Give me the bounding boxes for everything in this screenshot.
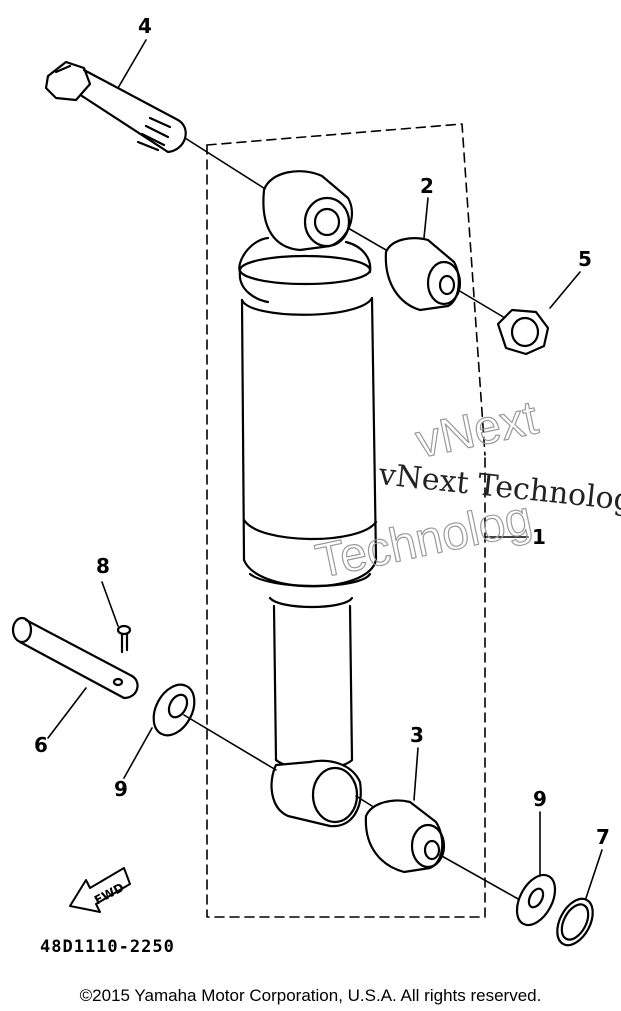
callout-numbers: 4 2 5 8 6 9 3 9 7 1 (34, 14, 610, 849)
cotter-pin-part-8 (116, 624, 132, 654)
callout-4: 4 (138, 14, 152, 38)
axis-line-upper (347, 227, 387, 251)
washer-part-9-right (515, 873, 557, 927)
callout-2: 2 (420, 174, 434, 198)
shock-absorber-part-1 (238, 170, 378, 828)
callout-9-right: 9 (533, 787, 547, 811)
axis-line-lower-right (439, 854, 521, 901)
callout-8: 8 (96, 554, 110, 578)
axis-line-lower-left (183, 714, 277, 771)
watermark-outline-line2: Technolog (311, 491, 536, 588)
axis-line-upper-right (457, 289, 506, 319)
callout-leaders (47, 39, 603, 899)
callout-5: 5 (578, 247, 592, 271)
bushing-part-2 (384, 237, 462, 312)
callout-1: 1 (532, 525, 546, 549)
nut-part-5 (496, 308, 550, 356)
axis-line-top-left (184, 137, 271, 193)
diagram-part-code: 48D1110-2250 (40, 937, 175, 957)
washer-part-7 (556, 897, 594, 947)
assembly-boundary (206, 123, 486, 918)
callout-7: 7 (596, 825, 610, 849)
watermark-outline-line1: vNext (411, 391, 542, 468)
washer-part-9-left (152, 683, 196, 737)
axis-line-lower (355, 795, 373, 807)
bushing-part-3 (364, 799, 446, 874)
copyright-notice: ©2015 Yamaha Motor Corporation, U.S.A. A… (79, 986, 542, 1005)
watermark: vNext Technolog vNext Technolog (311, 391, 621, 590)
bolt-part-4 (44, 60, 187, 154)
forward-arrow: FWD (69, 867, 131, 913)
callout-3: 3 (410, 723, 424, 747)
callout-9-left: 9 (114, 777, 128, 801)
pin-part-6 (11, 616, 139, 700)
callout-6: 6 (34, 733, 48, 757)
